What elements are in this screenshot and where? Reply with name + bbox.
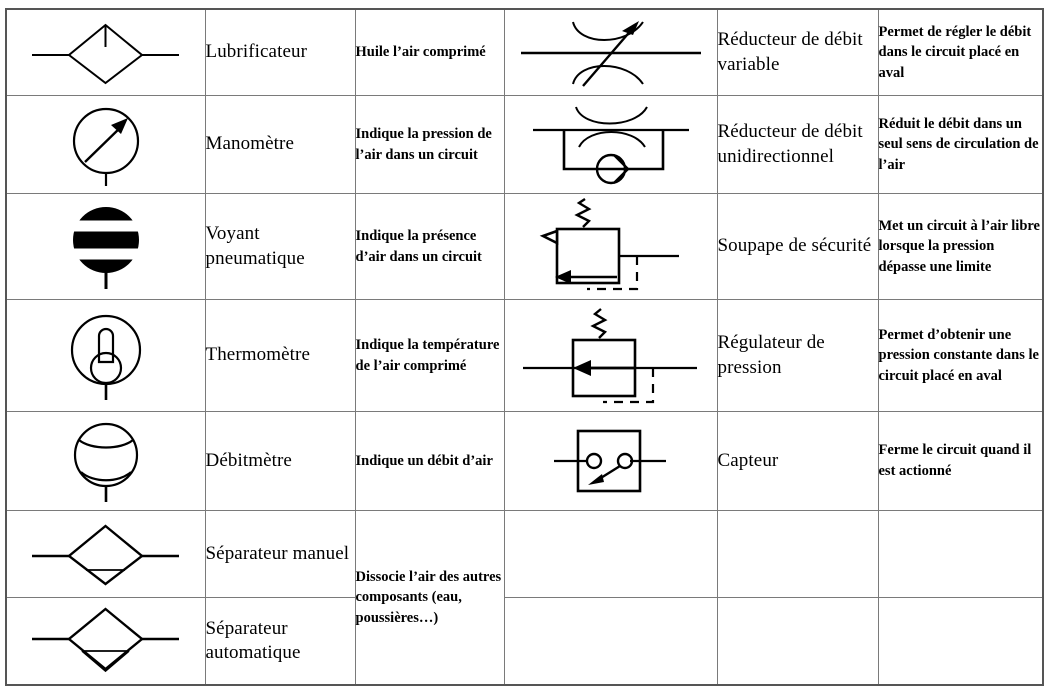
symbol-cell-pneumatic-indicator xyxy=(5,193,206,300)
automatic-separator-symbol xyxy=(32,607,180,673)
thermometer-symbol xyxy=(70,314,141,400)
symbol-cell-thermometer xyxy=(5,299,206,412)
desc-text: Permet d’obtenir une pression constante … xyxy=(878,326,1039,384)
symbol-desc-flow-meter: Indique un débit d’air xyxy=(354,411,505,511)
symbol-cell-automatic-separator xyxy=(5,597,206,686)
symbol-cell-manual-separator xyxy=(5,510,206,598)
unidirectional-flow-restrictor-symbol xyxy=(532,105,689,184)
table-row: Lubrificateur Huile l’air comprimé Réduc… xyxy=(5,8,1044,96)
empty-desc-cell xyxy=(877,510,1044,598)
symbol-name-variable-flow-restrictor: Réducteur de débit variable xyxy=(716,8,879,96)
symbol-cell-variable-flow-restrictor xyxy=(503,8,718,96)
symbol-name-pneumatic-indicator: Voyant pneumatique xyxy=(204,193,356,300)
empty-symbol-cell xyxy=(503,510,718,598)
desc-text: Indique la pression de l’air dans un cir… xyxy=(355,125,492,163)
table-row: Manomètre Indique la pression de l’air d… xyxy=(5,95,1044,194)
table-row: Séparateur manuel Dissocie l’air des aut… xyxy=(5,510,1044,686)
desc-text: Permet de régler le débit dans le circui… xyxy=(878,23,1032,81)
desc-text: Indique la présence d’air dans un circui… xyxy=(355,227,482,265)
empty-symbol-cell xyxy=(503,597,718,686)
desc-text: Ferme le circuit quand il est actionné xyxy=(878,442,1032,479)
symbol-name-unidirectional-flow-restrictor: Réducteur de débit unidirectionnel xyxy=(716,95,879,194)
empty-name-cell xyxy=(716,597,879,686)
symbol-cell-sensor xyxy=(503,411,718,511)
pressure-gauge-symbol xyxy=(72,107,139,186)
symbol-desc-pressure-gauge: Indique la pression de l’air dans un cir… xyxy=(354,95,505,194)
symbol-name-automatic-separator: Séparateur automatique xyxy=(204,597,356,686)
symbol-desc-separators: Dissocie l’air des autres composants (ea… xyxy=(354,510,505,686)
symbol-name-safety-valve: Soupape de sécurité xyxy=(716,193,879,300)
symbol-desc-safety-valve: Met un circuit à l’air libre lorsque la … xyxy=(877,193,1044,300)
lubricator-symbol xyxy=(32,23,180,84)
symbol-name-thermometer: Thermomètre xyxy=(204,299,356,412)
symbol-desc-pneumatic-indicator: Indique la présence d’air dans un circui… xyxy=(354,193,505,300)
desc-text: Met un circuit à l’air libre lorsque la … xyxy=(878,217,1041,275)
variable-flow-restrictor-symbol xyxy=(520,20,701,87)
manual-separator-symbol xyxy=(32,524,180,586)
pneumatic-symbols-table: Lubrificateur Huile l’air comprimé Réduc… xyxy=(5,8,1044,686)
symbol-name-flow-meter: Débitmètre xyxy=(204,411,356,511)
symbol-desc-thermometer: Indique la température de l’air comprimé xyxy=(354,299,505,412)
symbol-name-sensor: Capteur xyxy=(716,411,879,511)
symbol-desc-pressure-regulator: Permet d’obtenir une pression constante … xyxy=(877,299,1044,412)
desc-text: Huile l’air comprimé xyxy=(355,44,486,61)
symbol-cell-safety-valve xyxy=(503,193,718,300)
symbol-cell-unidirectional-flow-restrictor xyxy=(503,95,718,194)
table-row: Voyant pneumatique Indique la présence d… xyxy=(5,193,1044,300)
desc-text: Dissocie l’air des autres composants (ea… xyxy=(355,568,502,626)
desc-text: Indique la température de l’air comprimé xyxy=(355,336,500,374)
safety-valve-symbol xyxy=(539,197,679,290)
symbol-desc-variable-flow-restrictor: Permet de régler le débit dans le circui… xyxy=(877,8,1044,96)
desc-text: Réduit le débit dans un seul sens de cir… xyxy=(878,115,1039,173)
table-row: Séparateur automatique xyxy=(5,597,1044,686)
pressure-regulator-symbol xyxy=(522,307,697,403)
sensor-symbol xyxy=(553,429,666,493)
symbol-cell-pressure-gauge xyxy=(5,95,206,194)
table-row: Thermomètre Indique la température de l’… xyxy=(5,299,1044,412)
symbol-cell-flow-meter xyxy=(5,411,206,511)
symbol-desc-sensor: Ferme le circuit quand il est actionné xyxy=(877,411,1044,511)
symbol-name-pressure-gauge: Manomètre xyxy=(204,95,356,194)
pneumatic-indicator-symbol xyxy=(68,206,143,289)
empty-name-cell xyxy=(716,510,879,598)
flow-meter-symbol xyxy=(73,422,138,502)
desc-text: Indique un débit d’air xyxy=(355,452,493,469)
symbol-cell-pressure-regulator xyxy=(503,299,718,412)
symbol-name-pressure-regulator: Régulateur de pression xyxy=(716,299,879,412)
empty-desc-cell xyxy=(877,597,1044,686)
table-row: Débitmètre Indique un débit d’air Capteu… xyxy=(5,411,1044,511)
symbol-desc-unidirectional-flow-restrictor: Réduit le débit dans un seul sens de cir… xyxy=(877,95,1044,194)
symbol-desc-lubricator: Huile l’air comprimé xyxy=(354,8,505,96)
symbol-name-lubricator: Lubrificateur xyxy=(204,8,356,96)
symbol-cell-lubricator xyxy=(5,8,206,96)
symbol-name-manual-separator: Séparateur manuel xyxy=(204,510,356,598)
